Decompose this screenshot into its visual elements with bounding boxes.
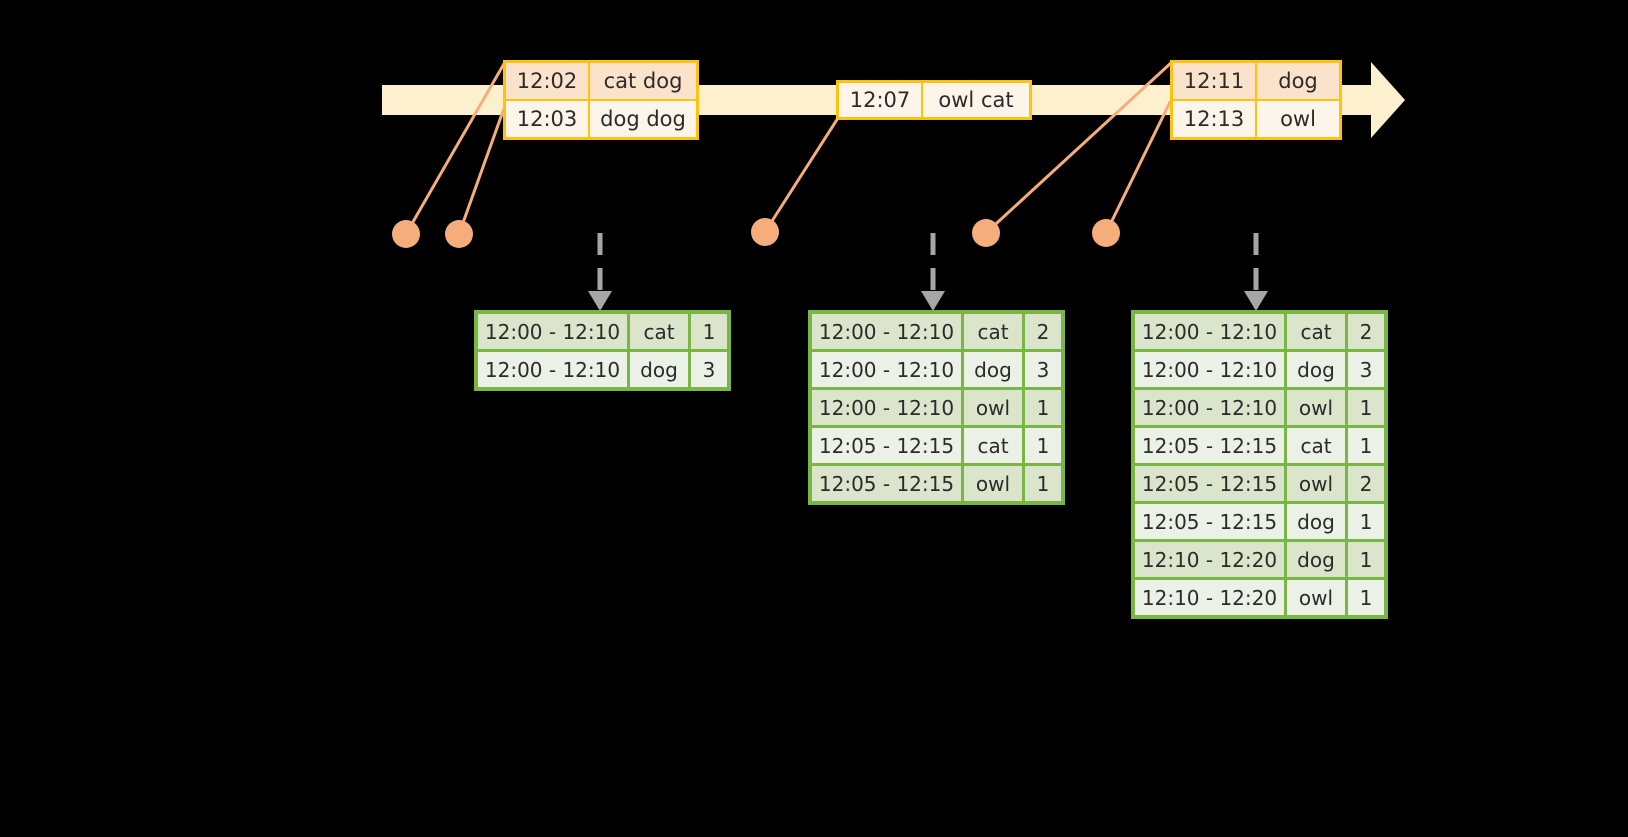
cell-count: 3 — [1025, 352, 1061, 387]
cell-count: 1 — [691, 314, 727, 349]
cell-count: 1 — [1348, 504, 1384, 539]
event-dot-1 — [392, 220, 420, 248]
cell-count: 1 — [1025, 428, 1061, 463]
cell-key: dog — [1287, 352, 1345, 387]
cell-window: 12:05 - 12:15 — [812, 428, 961, 463]
cell-key: owl — [1287, 466, 1345, 501]
table-row[interactable]: 12:05 - 12:15 cat 1 — [812, 428, 1061, 463]
table-row[interactable]: 12:00 - 12:10 dog 3 — [812, 352, 1061, 387]
result-table-1[interactable]: 12:00 - 12:10 cat 1 12:00 - 12:10 dog 3 — [474, 310, 731, 391]
cell-window: 12:00 - 12:10 — [812, 352, 961, 387]
cell-window: 12:05 - 12:15 — [1135, 466, 1284, 501]
result-table-2[interactable]: 12:00 - 12:10 cat 2 12:00 - 12:10 dog 3 … — [808, 310, 1065, 505]
connector-1 — [404, 60, 507, 236]
cell-count: 2 — [1348, 466, 1384, 501]
cell-count: 1 — [1025, 466, 1061, 501]
cell-count: 3 — [1348, 352, 1384, 387]
message-words: dog dog — [590, 101, 696, 137]
cell-count: 3 — [691, 352, 727, 387]
cell-key: owl — [1287, 580, 1345, 615]
event-dot-4 — [972, 219, 1000, 247]
cell-window: 12:00 - 12:10 — [478, 352, 627, 387]
cell-key: cat — [630, 314, 688, 349]
event-dots — [392, 218, 1120, 248]
message-words: owl cat — [923, 83, 1029, 117]
message-time: 12:11 — [1173, 63, 1257, 99]
message-words: cat dog — [590, 63, 696, 99]
table-row[interactable]: 12:00 - 12:10 dog 3 — [1135, 352, 1384, 387]
message-box-3[interactable]: 12:11 dog 12:13 owl — [1170, 60, 1342, 140]
trigger-arrow-3-head — [1244, 291, 1268, 311]
cell-key: dog — [1287, 542, 1345, 577]
connector-2 — [457, 98, 509, 236]
cell-window: 12:00 - 12:10 — [1135, 352, 1284, 387]
cell-window: 12:10 - 12:20 — [1135, 580, 1284, 615]
table-row[interactable]: 12:00 - 12:10 owl 1 — [812, 390, 1061, 425]
table-row[interactable]: 12:00 - 12:10 owl 1 — [1135, 390, 1384, 425]
cell-count: 1 — [1025, 390, 1061, 425]
table-row[interactable]: 12:00 - 12:10 cat 1 — [478, 314, 727, 349]
cell-count: 2 — [1025, 314, 1061, 349]
cell-count: 1 — [1348, 428, 1384, 463]
cell-window: 12:00 - 12:10 — [1135, 390, 1284, 425]
event-dot-2 — [445, 220, 473, 248]
cell-key: dog — [1287, 504, 1345, 539]
table-row[interactable]: 12:10 - 12:20 owl 1 — [1135, 580, 1384, 615]
message-time: 12:02 — [506, 63, 590, 99]
cell-window: 12:00 - 12:10 — [1135, 314, 1284, 349]
table-row[interactable]: 12:05 - 12:15 cat 1 — [1135, 428, 1384, 463]
cell-count: 2 — [1348, 314, 1384, 349]
message-time: 12:03 — [506, 101, 590, 137]
cell-key: cat — [964, 314, 1022, 349]
table-row[interactable]: 12:05 - 12:15 dog 1 — [1135, 504, 1384, 539]
cell-key: cat — [964, 428, 1022, 463]
table-row[interactable]: 12:05 - 12:15 owl 1 — [812, 466, 1061, 501]
cell-count: 1 — [1348, 542, 1384, 577]
message-row[interactable]: 12:13 owl — [1173, 99, 1339, 137]
result-table-3[interactable]: 12:00 - 12:10 cat 2 12:00 - 12:10 dog 3 … — [1131, 310, 1388, 619]
message-words: dog — [1257, 63, 1339, 99]
cell-window: 12:10 - 12:20 — [1135, 542, 1284, 577]
table-row[interactable]: 12:00 - 12:10 dog 3 — [478, 352, 727, 387]
cell-window: 12:05 - 12:15 — [1135, 428, 1284, 463]
cell-key: dog — [964, 352, 1022, 387]
event-dot-3 — [751, 218, 779, 246]
message-time: 12:07 — [839, 83, 923, 117]
table-row[interactable]: 12:05 - 12:15 owl 2 — [1135, 466, 1384, 501]
event-dot-5 — [1092, 219, 1120, 247]
cell-count: 1 — [1348, 390, 1384, 425]
table-row[interactable]: 12:00 - 12:10 cat 2 — [812, 314, 1061, 349]
cell-window: 12:00 - 12:10 — [478, 314, 627, 349]
trigger-arrow-1-head — [588, 291, 612, 311]
message-row[interactable]: 12:03 dog dog — [506, 99, 696, 137]
message-row[interactable]: 12:11 dog — [1173, 63, 1339, 99]
table-row[interactable]: 12:00 - 12:10 cat 2 — [1135, 314, 1384, 349]
message-row[interactable]: 12:02 cat dog — [506, 63, 696, 99]
cell-key: owl — [1287, 390, 1345, 425]
connector-3 — [763, 116, 840, 234]
message-box-2[interactable]: 12:07 owl cat — [836, 80, 1032, 120]
trigger-arrows — [588, 233, 1268, 311]
cell-key: cat — [1287, 428, 1345, 463]
cell-key: owl — [964, 466, 1022, 501]
message-words: owl — [1257, 101, 1339, 137]
cell-count: 1 — [1348, 580, 1384, 615]
message-time: 12:13 — [1173, 101, 1257, 137]
cell-key: dog — [630, 352, 688, 387]
connector-5 — [1104, 100, 1172, 235]
cell-key: owl — [964, 390, 1022, 425]
message-row[interactable]: 12:07 owl cat — [839, 83, 1029, 117]
cell-window: 12:00 - 12:10 — [812, 314, 961, 349]
cell-window: 12:00 - 12:10 — [812, 390, 961, 425]
table-row[interactable]: 12:10 - 12:20 dog 1 — [1135, 542, 1384, 577]
cell-window: 12:05 - 12:15 — [812, 466, 961, 501]
cell-key: cat — [1287, 314, 1345, 349]
cell-window: 12:05 - 12:15 — [1135, 504, 1284, 539]
message-box-1[interactable]: 12:02 cat dog 12:03 dog dog — [503, 60, 699, 140]
trigger-arrow-2-head — [921, 291, 945, 311]
